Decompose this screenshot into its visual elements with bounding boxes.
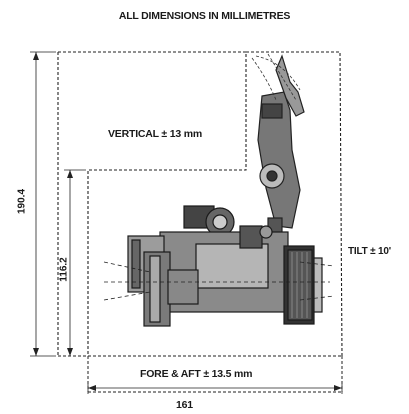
diagram-title: ALL DIMENSIONS IN MILLIMETRES (118, 10, 291, 22)
lower-height-dimension-label: 116.2 (58, 257, 70, 282)
tilt-arcs (251, 53, 301, 101)
total-height-dimension-label: 190.4 (16, 188, 28, 215)
vertical-adjustment-label: VERTICAL ± 13 mm (108, 128, 202, 140)
envelope-outline (57, 51, 343, 357)
right-envelope-line (246, 51, 343, 357)
tilt-arm (257, 54, 305, 249)
tilt-adjustment-label: TILT ± 10' (348, 246, 391, 257)
lens-barrel (127, 235, 199, 327)
camera-body (159, 205, 323, 325)
fore-aft-adjustment-label: FORE & AFT ± 13.5 mm (140, 368, 253, 380)
width-dimension-label: 161 (176, 399, 193, 411)
upper-envelope-line (58, 51, 247, 355)
dimension-arrows (33, 52, 342, 391)
optical-axis (103, 261, 335, 301)
